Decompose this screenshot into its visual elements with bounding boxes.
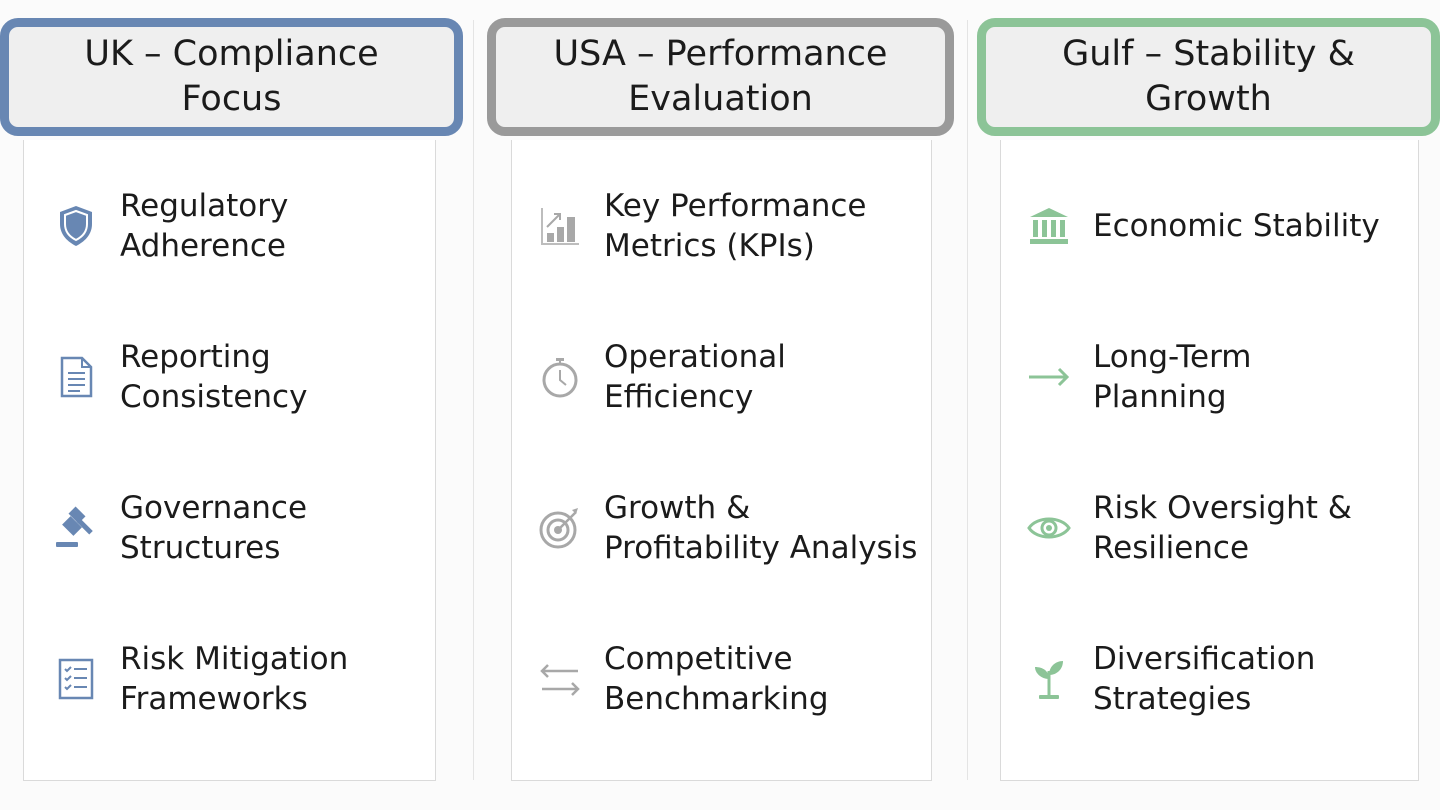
- list-item: Operational Efficiency: [538, 332, 786, 422]
- usa-panel: [511, 140, 932, 781]
- list-item: Regulatory Adherence: [54, 181, 288, 271]
- document-icon: [54, 355, 98, 399]
- gulf-panel: [1000, 140, 1419, 781]
- target-icon: [538, 506, 582, 550]
- shield-icon: [54, 204, 98, 248]
- uk-title: UK – Compliance Focus: [84, 34, 379, 119]
- list-item: Governance Structures: [54, 483, 307, 573]
- list-item: Competitive Benchmarking: [538, 634, 829, 724]
- column-divider: [967, 20, 968, 780]
- eye-icon: [1027, 506, 1071, 550]
- list-item: Diversification Strategies: [1027, 634, 1315, 724]
- swap-arrows-icon: [538, 657, 582, 701]
- usa-header: USA – Performance Evaluation: [487, 18, 954, 136]
- list-item: Key Performance Metrics (KPIs): [538, 181, 867, 271]
- sprout-icon: [1027, 657, 1071, 701]
- uk-header: UK – Compliance Focus: [0, 18, 463, 136]
- list-item: Risk Oversight & Resilience: [1027, 483, 1352, 573]
- checklist-icon: [54, 657, 98, 701]
- stopwatch-icon: [538, 355, 582, 399]
- gulf-header: Gulf – Stability & Growth: [977, 18, 1440, 136]
- gulf-title: Gulf – Stability & Growth: [1062, 34, 1355, 119]
- list-item: Growth & Profitability Analysis: [538, 483, 917, 573]
- list-item: Reporting Consistency: [54, 332, 307, 422]
- arrow-right-icon: [1027, 355, 1071, 399]
- list-item: Risk Mitigation Frameworks: [54, 634, 348, 724]
- gavel-icon: [54, 506, 98, 550]
- list-item: Long-Term Planning: [1027, 332, 1252, 422]
- usa-title: USA – Performance Evaluation: [553, 34, 888, 119]
- bar-chart-icon: [538, 204, 582, 248]
- bank-icon: [1027, 204, 1071, 248]
- list-item: Economic Stability: [1027, 181, 1380, 271]
- column-divider: [473, 20, 474, 780]
